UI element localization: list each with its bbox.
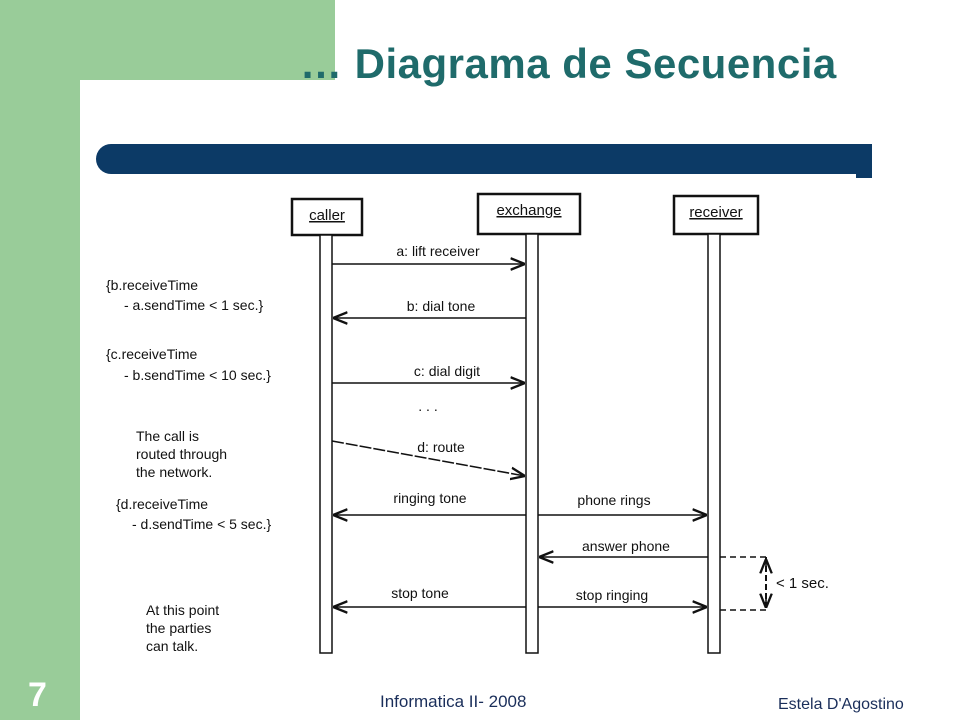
lifeline-receiver bbox=[707, 233, 721, 654]
note-talk-line1: At this point bbox=[146, 602, 219, 618]
constraint-b-line1: {b.receiveTime bbox=[106, 277, 198, 293]
participant-receiver-label: receiver bbox=[689, 204, 742, 221]
message-route-label: d: route bbox=[417, 439, 465, 455]
message-stop-ringing-label: stop ringing bbox=[576, 587, 648, 603]
footer-author: Estela D'Agostino bbox=[778, 696, 904, 713]
footer-course: Informatica II- 2008 bbox=[380, 692, 527, 711]
note-talk-line2: the parties bbox=[146, 620, 211, 636]
title-bar-notch bbox=[856, 174, 872, 178]
left-green-band bbox=[0, 0, 80, 720]
message-dial-tone-label: b: dial tone bbox=[407, 298, 476, 314]
timing-constraint-label: < 1 sec. bbox=[776, 575, 829, 592]
timing-constraint: < 1 sec. bbox=[720, 556, 829, 611]
participant-caller-label: caller bbox=[309, 207, 345, 224]
note-routed-line3: the network. bbox=[136, 464, 212, 480]
sequence-diagram: caller exchange receiver a: lift receive… bbox=[96, 186, 856, 662]
message-ellipsis: . . . bbox=[418, 398, 437, 414]
note-routed-line2: routed through bbox=[136, 446, 227, 462]
message-route-arrow bbox=[331, 440, 525, 476]
message-lift-receiver-label: a: lift receiver bbox=[396, 243, 480, 259]
message-stop-tone-label: stop tone bbox=[391, 585, 449, 601]
message-answer-phone-label: answer phone bbox=[582, 538, 670, 554]
participant-exchange-label: exchange bbox=[496, 202, 561, 219]
participant-caller: caller bbox=[290, 197, 364, 237]
message-ringing-tone-label: ringing tone bbox=[393, 490, 466, 506]
lifeline-caller bbox=[319, 234, 333, 654]
top-green-block bbox=[0, 0, 335, 80]
constraint-c-line2: - b.sendTime < 10 sec.} bbox=[124, 367, 271, 383]
participant-exchange: exchange bbox=[476, 192, 582, 236]
constraint-d-line2: - d.sendTime < 5 sec.} bbox=[132, 516, 271, 532]
slide-title: … Diagrama de Secuencia bbox=[300, 40, 837, 87]
page-number: 7 bbox=[28, 676, 47, 714]
note-talk-line3: can talk. bbox=[146, 638, 198, 654]
message-phone-rings-label: phone rings bbox=[577, 492, 650, 508]
title-underline-bar bbox=[96, 144, 872, 174]
constraint-b-line2: - a.sendTime < 1 sec.} bbox=[124, 297, 263, 313]
lifeline-exchange bbox=[525, 233, 539, 654]
note-routed-line1: The call is bbox=[136, 428, 199, 444]
constraint-c-line1: {c.receiveTime bbox=[106, 346, 198, 362]
content-corner bbox=[80, 80, 200, 200]
constraint-d-line1: {d.receiveTime bbox=[116, 496, 208, 512]
participant-receiver: receiver bbox=[672, 194, 760, 236]
message-dial-digit-label: c: dial digit bbox=[414, 363, 480, 379]
